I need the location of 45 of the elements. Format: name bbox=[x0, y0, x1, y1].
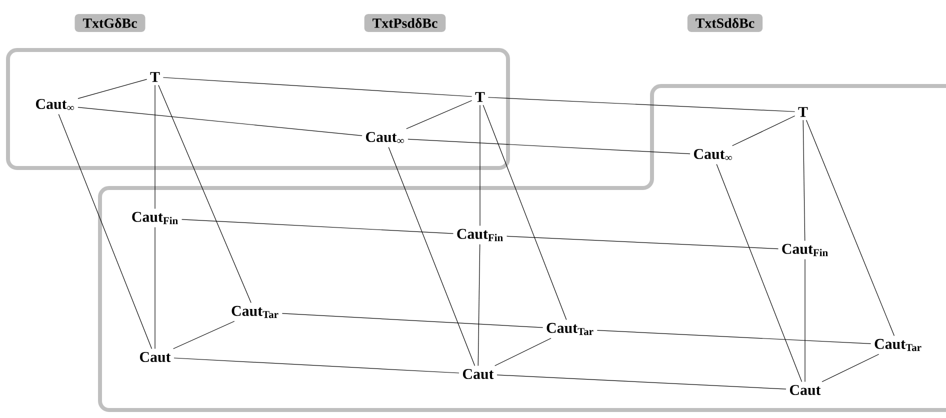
node-label: Caut$_{Fin}$ bbox=[132, 212, 178, 224]
connector-line bbox=[58, 114, 152, 350]
node-label: Caut$_{Fin}$ bbox=[457, 228, 503, 242]
connector-line bbox=[388, 146, 476, 366]
header-tag: TxtSdδBc bbox=[687, 14, 763, 32]
connector-line bbox=[732, 116, 796, 146]
node-label: T bbox=[475, 92, 485, 102]
connector-line bbox=[181, 219, 454, 234]
connector-line bbox=[716, 164, 802, 382]
node-label: Caut bbox=[140, 352, 171, 362]
node-label: Caut bbox=[790, 384, 821, 396]
node-label: Caut bbox=[462, 368, 494, 380]
connector-line bbox=[804, 259, 806, 382]
connector-line bbox=[174, 358, 460, 374]
connector-line bbox=[162, 77, 472, 97]
node-label: Caut$_{∞}$ bbox=[366, 132, 404, 143]
connector-line bbox=[478, 244, 480, 366]
node-label: Caut$_{Fin}$ bbox=[782, 244, 828, 256]
node-label: T bbox=[150, 72, 160, 82]
connector-line bbox=[282, 313, 544, 328]
connector-line bbox=[802, 120, 806, 241]
connector-line bbox=[488, 97, 796, 112]
header-tag: TxtGδBc bbox=[74, 14, 146, 32]
node-label: Caut$_{Tar}$ bbox=[874, 338, 922, 352]
node-label: Caut$_{Tar}$ bbox=[232, 306, 278, 318]
connector-line bbox=[496, 374, 786, 390]
node-label: Caut$_{∞}$ bbox=[36, 98, 74, 110]
connector-line bbox=[78, 79, 148, 99]
node-label: Caut$_{∞}$ bbox=[694, 148, 732, 160]
header-tag: TxtPsdδBc bbox=[364, 14, 446, 32]
connector-line bbox=[482, 104, 567, 320]
connector-line bbox=[154, 84, 156, 209]
connector-line bbox=[408, 138, 690, 154]
connector-line bbox=[806, 120, 895, 336]
node-label: T bbox=[798, 107, 808, 117]
connector-line bbox=[406, 100, 472, 130]
connector-line bbox=[173, 320, 235, 350]
connector-line bbox=[506, 236, 779, 250]
connector-line bbox=[822, 354, 880, 382]
connector-line bbox=[596, 330, 872, 344]
connector-line bbox=[158, 84, 252, 304]
connector-line bbox=[154, 227, 156, 350]
connector-line bbox=[494, 338, 552, 366]
connector-line bbox=[78, 107, 362, 136]
node-label: Caut$_{Tar}$ bbox=[546, 322, 594, 336]
